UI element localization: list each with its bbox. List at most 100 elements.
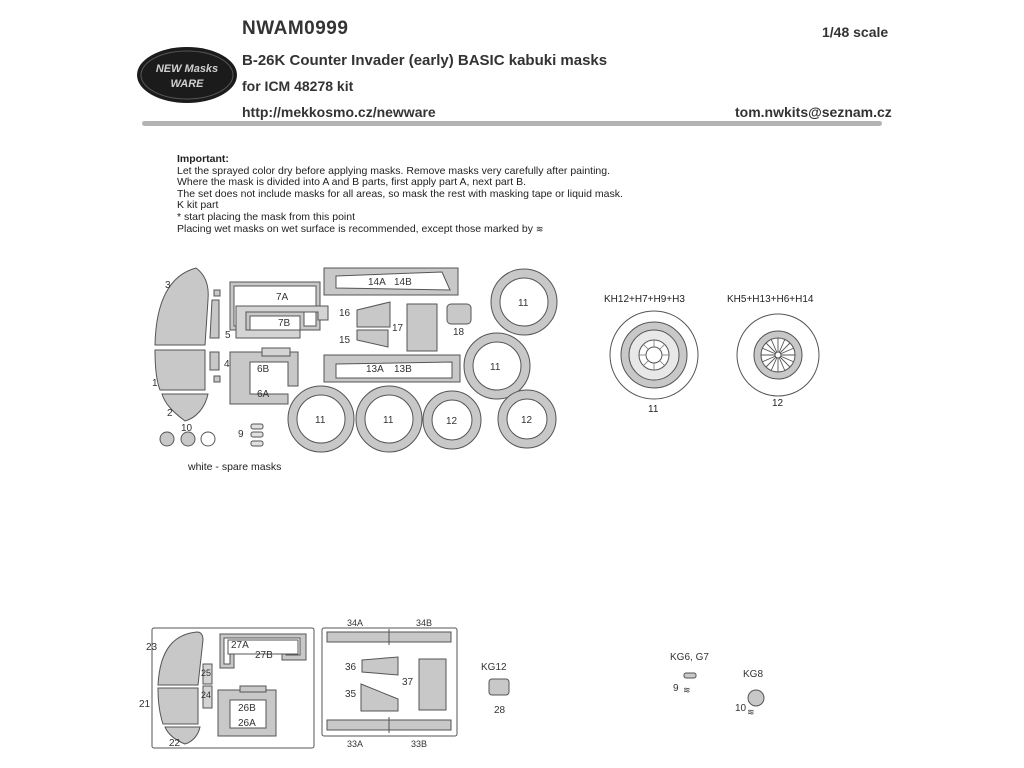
part-number-label: 10 (181, 423, 193, 434)
part-number-label: 27A (231, 640, 249, 651)
part-number-label: 34A (347, 618, 363, 628)
part-number-label: 22 (169, 738, 181, 749)
mask-small-top (213, 289, 221, 297)
mask-22 (164, 726, 201, 745)
mask-24 (202, 685, 213, 709)
product-code: NWAM0999 (242, 18, 349, 39)
mask-25 (202, 663, 213, 685)
mask-9c (250, 440, 264, 447)
part-number-label: 15 (339, 335, 351, 346)
part-number-label: 3 (165, 280, 171, 291)
part-number-label: 36 (345, 662, 357, 673)
no-water-icon: ≋ (747, 707, 755, 717)
part-number-label: 11 (518, 298, 529, 309)
logo-line1: NEW Masks (156, 63, 218, 75)
mask-14-inner (335, 271, 451, 291)
part-number-label: 11 (490, 362, 501, 373)
mask-9b (250, 431, 264, 438)
wheel-11-diagram (609, 310, 699, 400)
mask-37 (418, 658, 447, 711)
mask-21 (157, 687, 199, 725)
part-number-label: 26A (238, 718, 256, 729)
mask-15 (356, 329, 389, 348)
email-link[interactable]: tom.nwkits@seznam.cz (735, 104, 892, 120)
part-number-label: 9 (238, 429, 244, 440)
part-number-label: KG8 (743, 669, 763, 680)
mask-9-kit (683, 672, 697, 679)
mask-27-inner (227, 639, 299, 655)
part-number-label: 6B (257, 364, 270, 375)
part-number-label: 12 (446, 416, 458, 427)
mask-1 (154, 349, 206, 391)
mask-10c-spare (200, 431, 216, 447)
wheel-12-diagram (736, 313, 820, 397)
part-number-label: 9 (673, 683, 679, 694)
mask-10a (159, 431, 175, 447)
scale-label: 1/48 scale (822, 24, 889, 40)
part-number-label: 5 (225, 330, 231, 341)
spare-masks-note: white - spare masks (188, 461, 282, 473)
instruction-line: Let the sprayed color dry before applyin… (177, 164, 611, 177)
part-number-label: 11 (383, 415, 394, 426)
mask-28 (488, 678, 510, 696)
instruction-line: Where the mask is divided into A and B p… (177, 176, 527, 189)
part-number-label: 14A (368, 277, 386, 288)
instruction-line: K kit part (177, 199, 219, 212)
wheel-number-right: 12 (772, 398, 784, 409)
part-number-label: KG6, G7 (670, 652, 709, 663)
part-number-label: 18 (453, 327, 465, 338)
mask-35 (360, 683, 399, 712)
mask-6-hinge (261, 347, 291, 357)
logo-line2: WARE (171, 78, 205, 90)
part-number-label: 33B (411, 739, 427, 749)
part-number-label: 13A (366, 364, 384, 375)
part-number-label: 21 (139, 699, 151, 710)
instruction-line: * start placing the mask from this point (177, 210, 355, 223)
mask-5 (209, 299, 220, 339)
part-number-label: 4 (224, 359, 230, 370)
part-number-label: 13B (394, 364, 412, 375)
part-number-label: 33A (347, 739, 363, 749)
wheel-diagrams (609, 310, 820, 400)
part-number-label: 7B (278, 318, 291, 329)
mask-2 (161, 393, 209, 422)
part-number-label: 25 (201, 668, 211, 678)
instructions-block: Important: Let the sprayed color dry bef… (177, 153, 623, 235)
wheel-caption-right: KH5+H13+H6+H14 (727, 294, 814, 305)
part-number-label: 34B (416, 618, 432, 628)
mask-17 (406, 303, 438, 352)
product-title: B-26K Counter Invader (early) BASIC kabu… (242, 52, 608, 69)
part-number-label: 28 (494, 705, 506, 716)
part-number-label: 6A (257, 389, 270, 400)
new-ware-logo: NEW Masks WARE (137, 47, 237, 103)
mask-small-bottom (213, 375, 221, 383)
mask-26-tab (239, 685, 267, 693)
wheel-number-left: 11 (648, 404, 659, 415)
instruction-line: The set does not include masks for all a… (177, 187, 623, 200)
header-divider (142, 121, 882, 126)
mask-6 (229, 351, 299, 405)
part-number-label: 11 (315, 415, 326, 426)
part-number-label: 2 (167, 408, 173, 419)
no-water-icon: ≋ (683, 685, 691, 695)
part-number-label: 23 (146, 642, 158, 653)
part-number-label: 37 (402, 677, 414, 688)
mask-23 (157, 631, 204, 686)
instruction-line: Placing wet masks on wet surface is reco… (177, 222, 544, 235)
mask-13-inner (335, 361, 453, 379)
kit-subtitle: for ICM 48278 kit (242, 78, 354, 94)
mask-16 (356, 301, 391, 328)
website-link[interactable]: http://mekkosmo.cz/newware (242, 104, 436, 120)
part-number-label: 1 (152, 378, 158, 389)
mask-9a (250, 423, 264, 430)
part-number-label: KG12 (481, 662, 507, 673)
no-water-icon: ≋ (535, 223, 544, 234)
mask-18 (446, 303, 472, 325)
part-number-label: 27B (255, 650, 273, 661)
mask-36 (361, 656, 399, 676)
part-number-label: 7A (276, 292, 289, 303)
instructions-heading: Important: (177, 153, 229, 165)
part-number-label: 16 (339, 308, 351, 319)
mask-10-kit (747, 689, 765, 707)
mask-10b (180, 431, 196, 447)
